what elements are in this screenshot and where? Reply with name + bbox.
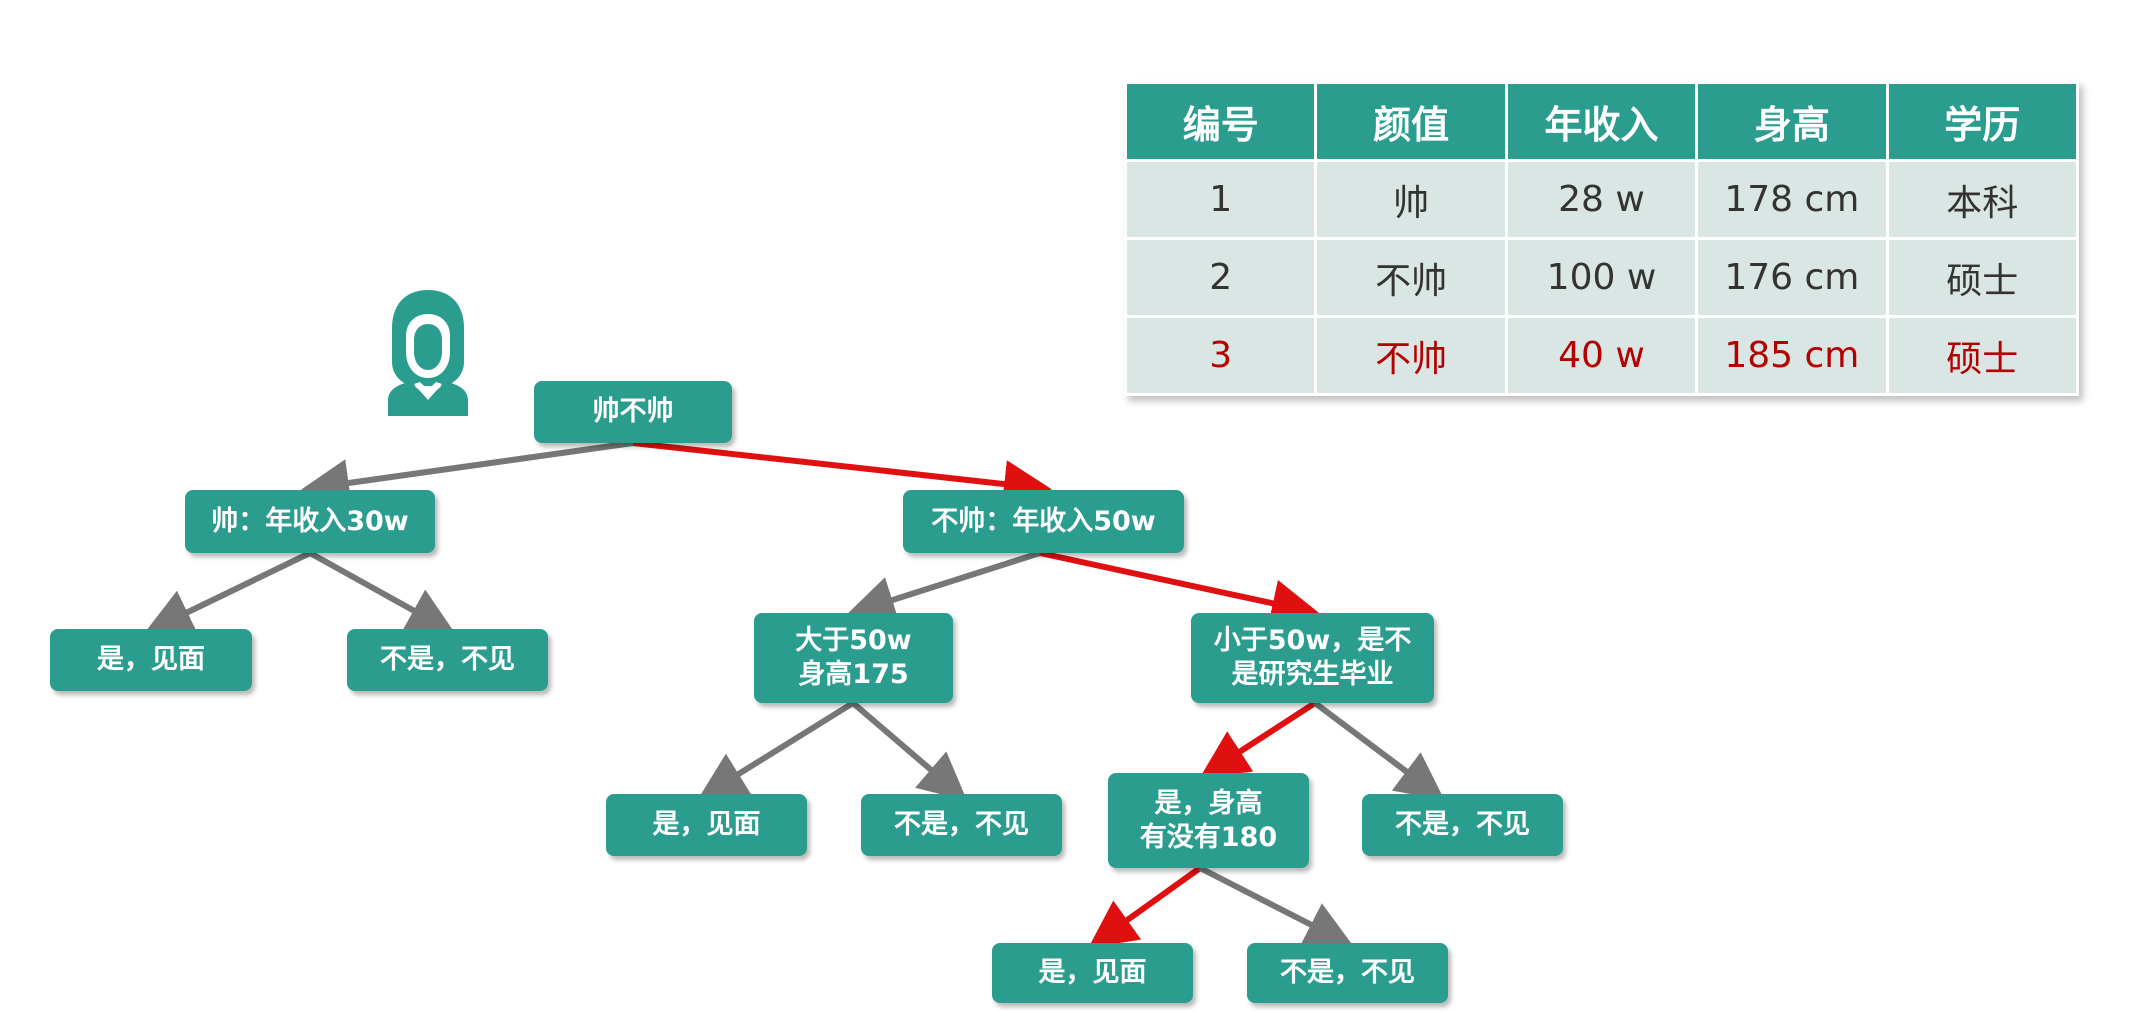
- node-handsome: 帅：年收入30w: [185, 490, 435, 553]
- person-icon: [388, 290, 468, 416]
- cell-height: 185 cm: [1695, 315, 1889, 396]
- node-grad-no: 不是，不见: [1247, 943, 1448, 1003]
- node-grad-yes: 是，见面: [992, 943, 1193, 1003]
- node-over50-yes: 是，见面: [606, 794, 807, 856]
- node-under50-no: 不是，不见: [1362, 794, 1563, 856]
- table-row: 1 帅 28 w 178 cm 本科: [1123, 159, 2080, 240]
- candidate-table: 编号 颜值 年收入 身高 学历 1 帅 28 w 178 cm 本科 2 不帅 …: [1123, 81, 2080, 396]
- col-header-looks: 颜值: [1314, 81, 1508, 162]
- cell-id: 2: [1123, 237, 1318, 318]
- cell-height: 176 cm: [1695, 237, 1889, 318]
- col-header-height: 身高: [1695, 81, 1889, 162]
- node-under50: 小于50w，是不 是研究生毕业: [1191, 613, 1434, 703]
- edge-root-not-handsome: [632, 440, 1052, 508]
- cell-height: 178 cm: [1695, 159, 1889, 240]
- cell-education: 本科: [1885, 159, 2080, 240]
- col-header-id: 编号: [1123, 81, 1318, 162]
- edge-handsome-yes: [144, 550, 312, 634]
- cell-income: 40 w: [1504, 315, 1699, 396]
- edge-grad-no: [1198, 865, 1354, 947]
- node-root: 帅不帅: [534, 381, 732, 443]
- cell-id: 1: [1123, 159, 1318, 240]
- edge-grad-yes: [1088, 865, 1202, 948]
- node-handsome-yes: 是，见面: [50, 629, 252, 691]
- edge-over50-no: [851, 700, 968, 801]
- table-row: 2 不帅 100 w 176 cm 硕士: [1123, 237, 2080, 318]
- edge-not-handsome-under50: [1039, 550, 1320, 627]
- node-grad: 是，身高 有没有180: [1108, 773, 1309, 868]
- cell-income: 28 w: [1504, 159, 1699, 240]
- table-header-row: 编号 颜值 年收入 身高 学历: [1123, 81, 2080, 162]
- edge-over50-yes: [697, 700, 855, 800]
- edge-root-handsome: [301, 440, 634, 507]
- cell-looks: 帅: [1314, 159, 1508, 240]
- node-handsome-no: 不是，不见: [347, 629, 548, 691]
- cell-education: 硕士: [1885, 237, 2080, 318]
- cell-looks: 不帅: [1314, 315, 1508, 396]
- cell-id: 3: [1123, 315, 1318, 396]
- edge-not-handsome-over50: [846, 550, 1041, 623]
- node-over50-no: 不是，不见: [861, 794, 1062, 856]
- col-header-income: 年收入: [1504, 81, 1699, 162]
- edge-handsome-no: [308, 550, 456, 634]
- edge-under50-no: [1313, 700, 1445, 801]
- cell-education: 硕士: [1885, 315, 2080, 396]
- cell-looks: 不帅: [1314, 237, 1508, 318]
- table-row-highlighted: 3 不帅 40 w 185 cm 硕士: [1123, 315, 2080, 396]
- cell-income: 100 w: [1504, 237, 1699, 318]
- node-over50: 大于50w 身高175: [754, 613, 953, 703]
- edge-under50-grad: [1199, 700, 1317, 778]
- node-not-handsome: 不帅：年收入50w: [903, 490, 1184, 553]
- col-header-education: 学历: [1885, 81, 2080, 162]
